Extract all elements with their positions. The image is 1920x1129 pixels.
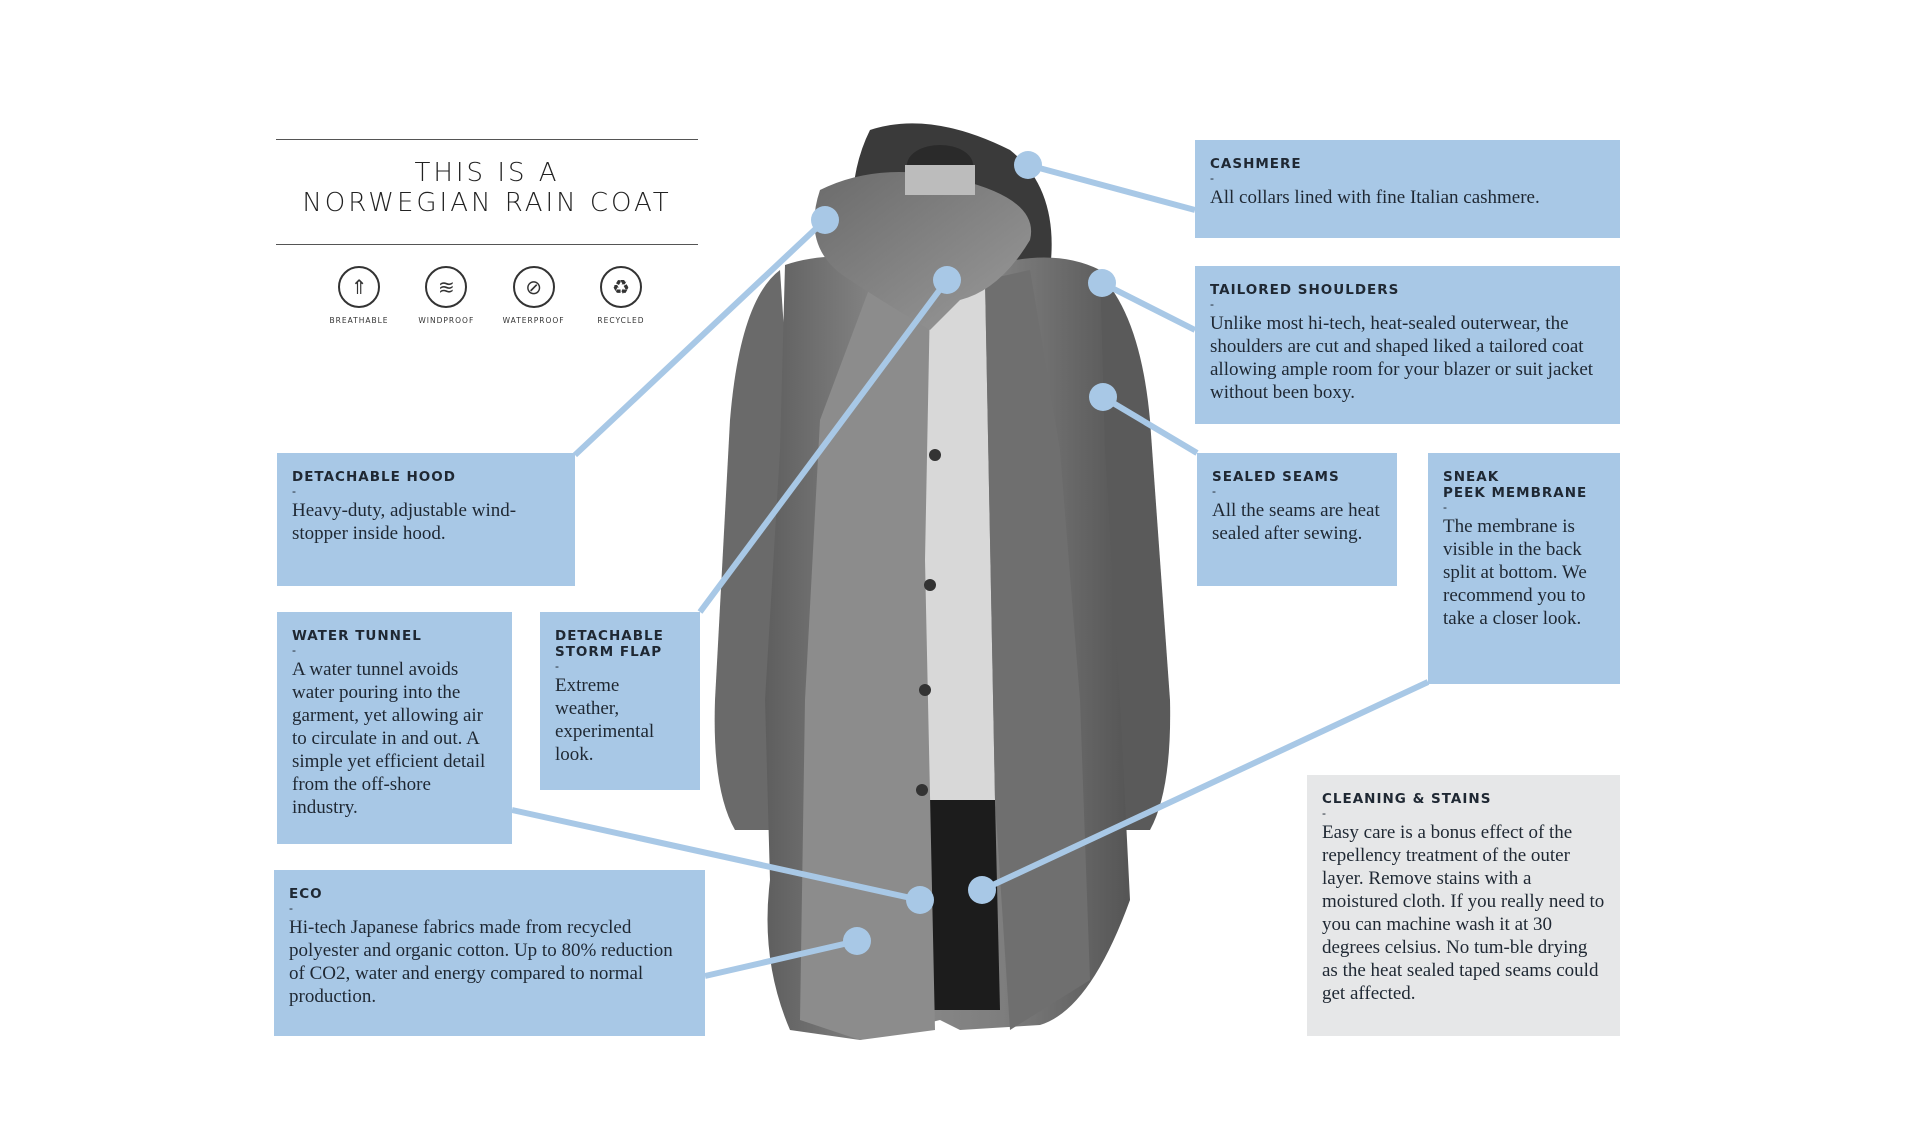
feature-title: DETACHABLE HOOD — [292, 469, 456, 485]
feature-title: ECO — [289, 886, 323, 902]
feature-text: The membrane is visible in the back spli… — [1443, 516, 1587, 629]
feature-water-tunnel: WATER TUNNEL - A water tunnel avoids wat… — [277, 612, 512, 844]
feature-text: Hi-tech Japanese fabrics made from recyc… — [289, 917, 673, 1007]
feature-text: Extreme weather, experimental look. — [555, 675, 655, 765]
feature-text: Easy care is a bonus effect of the repel… — [1322, 822, 1605, 1004]
title-rule-top — [276, 139, 698, 140]
feature-text: All collars lined with fine Italian cash… — [1210, 187, 1540, 208]
waterproof-icon: ⊘ — [512, 266, 555, 308]
badge-label: RECYCLED — [597, 316, 645, 325]
feature-dash: - — [1322, 806, 1326, 820]
feature-title: TAILORED SHOULDERS — [1210, 282, 1400, 298]
title-line-2: NORWEGIAN RAIN COAT — [302, 188, 672, 218]
feature-dash: - — [1210, 171, 1214, 185]
badge-recycled: ♻ RECYCLED — [580, 266, 662, 325]
badge-windproof: ≋ WINDPROOF — [405, 266, 487, 325]
feature-text: Heavy-duty, adjustable wind-stopper insi… — [292, 500, 517, 544]
feature-title: CLEANING & STAINS — [1322, 791, 1492, 807]
title-line-2: PEEK MEMBRANE — [1443, 485, 1588, 501]
title-rule-bottom — [276, 244, 698, 245]
feature-dash: - — [1210, 297, 1214, 311]
trousers — [915, 800, 1000, 1010]
scarf — [814, 172, 1032, 330]
title-line-1: DETACHABLE — [555, 628, 664, 644]
recycled-icon: ♻ — [599, 266, 642, 308]
feature-text: A water tunnel avoids water pouring into… — [292, 659, 486, 818]
feature-tailored-shoulders: TAILORED SHOULDERS - Unlike most hi-tech… — [1195, 266, 1620, 424]
feature-text: Unlike most hi-tech, heat-sealed outerwe… — [1210, 313, 1594, 403]
right-panel — [985, 270, 1090, 1030]
feature-detachable-hood: DETACHABLE HOOD - Heavy-duty, adjustable… — [277, 453, 575, 586]
connector-dots — [811, 151, 1117, 955]
windproof-icon: ≋ — [425, 266, 468, 308]
feature-dash: - — [292, 643, 296, 657]
title-line-1: THIS IS A — [414, 158, 560, 188]
connectors — [511, 162, 1430, 979]
feature-badges: ⇑ BREATHABLE ≋ WINDPROOF ⊘ WATERPROOF ♻ … — [318, 266, 662, 325]
feature-eco: ECO - Hi-tech Japanese fabrics made from… — [274, 870, 705, 1036]
feature-cashmere: CASHMERE - All collars lined with fine I… — [1195, 140, 1620, 238]
badge-breathable: ⇑ BREATHABLE — [318, 266, 400, 325]
page-title: THIS IS A NORWEGIAN RAIN COAT — [276, 158, 698, 218]
feature-dash: - — [289, 901, 293, 915]
feature-dash: - — [1443, 500, 1447, 514]
feature-title: SEALED SEAMS — [1212, 469, 1340, 485]
feature-cleaning-stains: CLEANING & STAINS - Easy care is a bonus… — [1307, 775, 1620, 1036]
breathable-icon: ⇑ — [338, 266, 380, 308]
badge-label: WINDPROOF — [418, 316, 475, 325]
badge-waterproof: ⊘ WATERPROOF — [493, 266, 575, 325]
badge-label: WATERPROOF — [502, 316, 565, 325]
left-panel — [800, 260, 935, 1040]
feature-title: WATER TUNNEL — [292, 628, 422, 644]
feature-sealed-seams: SEALED SEAMS - All the seams are heat se… — [1197, 453, 1397, 586]
feature-title: CASHMERE — [1210, 156, 1302, 172]
feature-dash: - — [1212, 484, 1216, 498]
badge-label: BREATHABLE — [329, 316, 389, 325]
title-line-2: STORM FLAP — [555, 644, 663, 660]
sweater — [915, 280, 995, 800]
title-line-1: SNEAK — [1443, 469, 1500, 485]
feature-text: All the seams are heat sealed after sewi… — [1212, 500, 1380, 544]
feature-dash: - — [292, 484, 296, 498]
feature-dash: - — [555, 659, 559, 673]
